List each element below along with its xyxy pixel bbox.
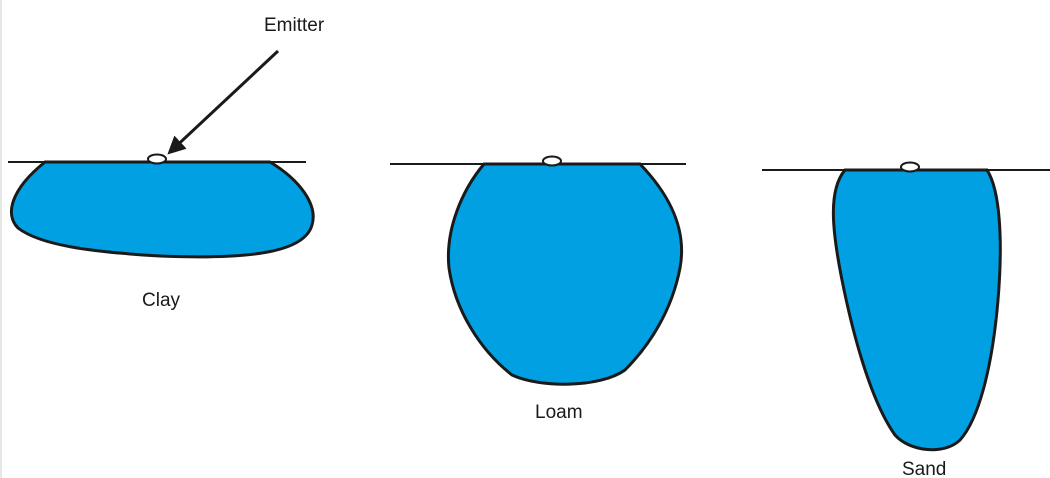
emitter-label: Emitter — [264, 15, 325, 36]
loam-label: Loam — [535, 402, 583, 423]
emitter-callout: Emitter — [167, 15, 325, 155]
emitter-arrow — [167, 49, 280, 155]
loam-emitter-icon — [542, 155, 562, 167]
sand-emitter-icon — [900, 161, 920, 173]
loam-wetted-bulb — [446, 162, 684, 386]
clay-group: Clay — [8, 153, 315, 311]
clay-wetted-bulb — [9, 160, 315, 259]
sand-wetted-bulb — [831, 168, 1002, 452]
sand-label: Sand — [902, 459, 946, 478]
sand-group: Sand — [762, 161, 1050, 478]
clay-emitter-icon — [147, 153, 167, 165]
clay-label: Clay — [142, 290, 181, 311]
loam-group: Loam — [390, 155, 686, 423]
